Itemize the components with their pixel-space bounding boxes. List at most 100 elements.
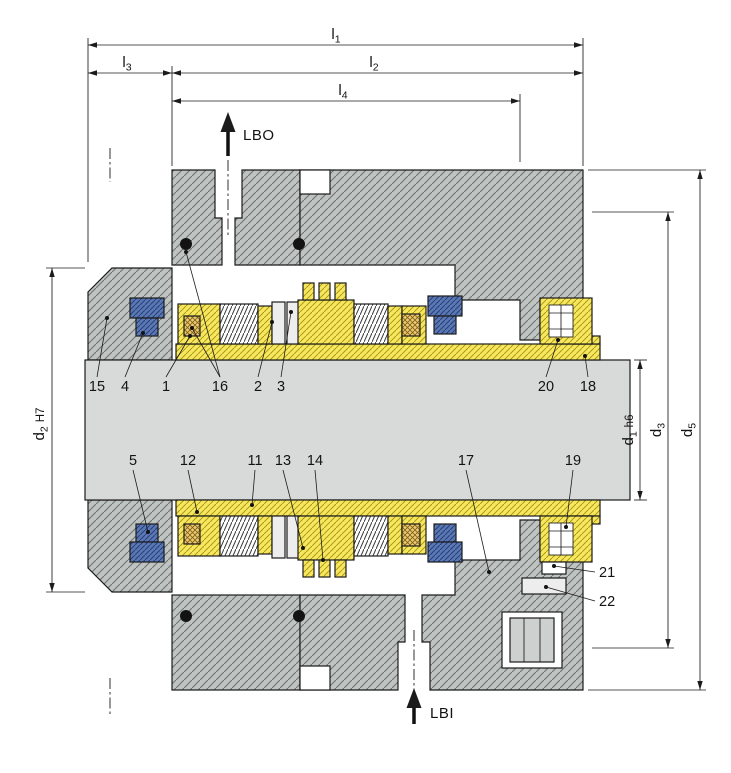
elastomer-bellows (129, 541, 165, 563)
elastomer-bellows (135, 317, 159, 337)
center-hub (297, 515, 355, 561)
shaft-sleeve-upper (175, 343, 601, 361)
dim-arrow (697, 170, 703, 179)
callout-number: 21 (599, 565, 615, 581)
dim-d5-label: d5 (679, 423, 699, 437)
gland-upper-right (299, 169, 584, 341)
gland-step-notch (299, 665, 331, 691)
hub-tooth (334, 559, 347, 578)
dim-arrow (172, 98, 181, 104)
o-ring (293, 610, 305, 622)
shaft (84, 359, 631, 501)
dim-d2: d2H7 (31, 268, 55, 592)
callout-number: 1 (162, 379, 170, 395)
callout-number: 18 (580, 379, 596, 395)
lbo-label: LBO (243, 127, 275, 144)
dim-arrow (88, 70, 97, 76)
callout-number: 20 (538, 379, 554, 395)
elastomer-bellows (129, 297, 165, 319)
elastomer-bellows (427, 541, 463, 563)
dim-d5: d5 (679, 170, 703, 690)
dim-l4: l4 (172, 82, 520, 104)
gland-upper-left (171, 169, 223, 266)
center-hub (297, 299, 355, 345)
callout-number: 19 (565, 453, 581, 469)
callout-number: 12 (180, 453, 196, 469)
hex-bolt (509, 617, 555, 663)
hub-tooth (318, 559, 331, 578)
dim-arrow (172, 70, 181, 76)
set-screw-upper (548, 304, 574, 338)
lbi-label: LBI (430, 705, 454, 722)
dim-l2-label: l2 (369, 54, 378, 74)
dim-arrow (665, 639, 671, 648)
spring (353, 303, 389, 345)
spring-pusher (257, 305, 273, 345)
callout-number: 13 (275, 453, 291, 469)
spring (219, 303, 259, 345)
o-ring (180, 610, 192, 622)
hub-tooth (334, 282, 347, 301)
collar-assembly-right (501, 297, 593, 669)
dim-d3-label: d3 (648, 423, 668, 437)
flange-bolt (501, 611, 563, 669)
shaft-sleeve-lower (175, 499, 601, 517)
dim-arrow (49, 583, 55, 592)
spring (219, 515, 259, 557)
dim-arrow (88, 42, 97, 48)
elastomer-bellows (433, 315, 457, 335)
spring-pusher (387, 305, 403, 345)
hub-tooth (318, 282, 331, 301)
cover-plate (521, 577, 567, 595)
o-ring (293, 238, 305, 250)
callout-number: 17 (458, 453, 474, 469)
elastomer-bellows (433, 523, 457, 543)
hub-tooth (302, 282, 315, 301)
dim-l4-label: l4 (338, 82, 347, 102)
dim-l2: l2 (172, 54, 583, 76)
dim-l3: l3 (88, 54, 172, 76)
o-ring (180, 238, 192, 250)
lbi-arrow-icon (406, 688, 422, 708)
seal-internals-lower (129, 515, 463, 622)
port-lbo: LBO (220, 112, 275, 156)
gland-upper-mid (234, 169, 301, 266)
callout-number: 22 (599, 594, 615, 610)
spring-pusher (257, 515, 273, 555)
housing-upper (171, 169, 584, 341)
dim-d3: d3 (648, 212, 671, 648)
seal-face-rotating (271, 515, 286, 559)
dim-l1: l1 (88, 26, 583, 48)
shaft-assembly (84, 335, 631, 525)
dim-arrow (574, 70, 583, 76)
dim-d2-label: d2H7 (31, 408, 51, 441)
dim-l3-label: l3 (122, 54, 131, 74)
callout-number: 2 (254, 379, 262, 395)
dim-d1-label: d1h6 (620, 415, 640, 446)
port-lbi: LBI (406, 688, 454, 724)
spring-pusher (387, 515, 403, 555)
callout-number: 14 (307, 453, 323, 469)
elastomer-bellows (427, 295, 463, 317)
seal-face-rotating (271, 301, 286, 345)
dim-arrow (511, 98, 520, 104)
callout-number: 5 (129, 453, 137, 469)
dim-arrow (637, 360, 643, 369)
packing-ring (183, 523, 201, 545)
dimension-annotations: l1 l3 l2 l4 d5 (31, 26, 706, 691)
callouts-upper: 15 4 1 16 2 3 20 18 (89, 250, 596, 395)
dim-arrow (49, 268, 55, 277)
dim-arrow (697, 681, 703, 690)
callout-number: 4 (121, 379, 129, 395)
dim-arrow (637, 491, 643, 500)
gland-lower-left (171, 594, 301, 691)
packing-ring (401, 313, 421, 337)
callouts-lower: 5 12 11 13 14 17 19 (129, 453, 581, 574)
dim-arrow (163, 70, 172, 76)
dim-arrow (665, 212, 671, 221)
gland-step-notch (299, 169, 331, 195)
dim-d1: d1h6 (620, 360, 643, 500)
packing-ring (401, 523, 421, 547)
callout-number: 16 (212, 379, 228, 395)
